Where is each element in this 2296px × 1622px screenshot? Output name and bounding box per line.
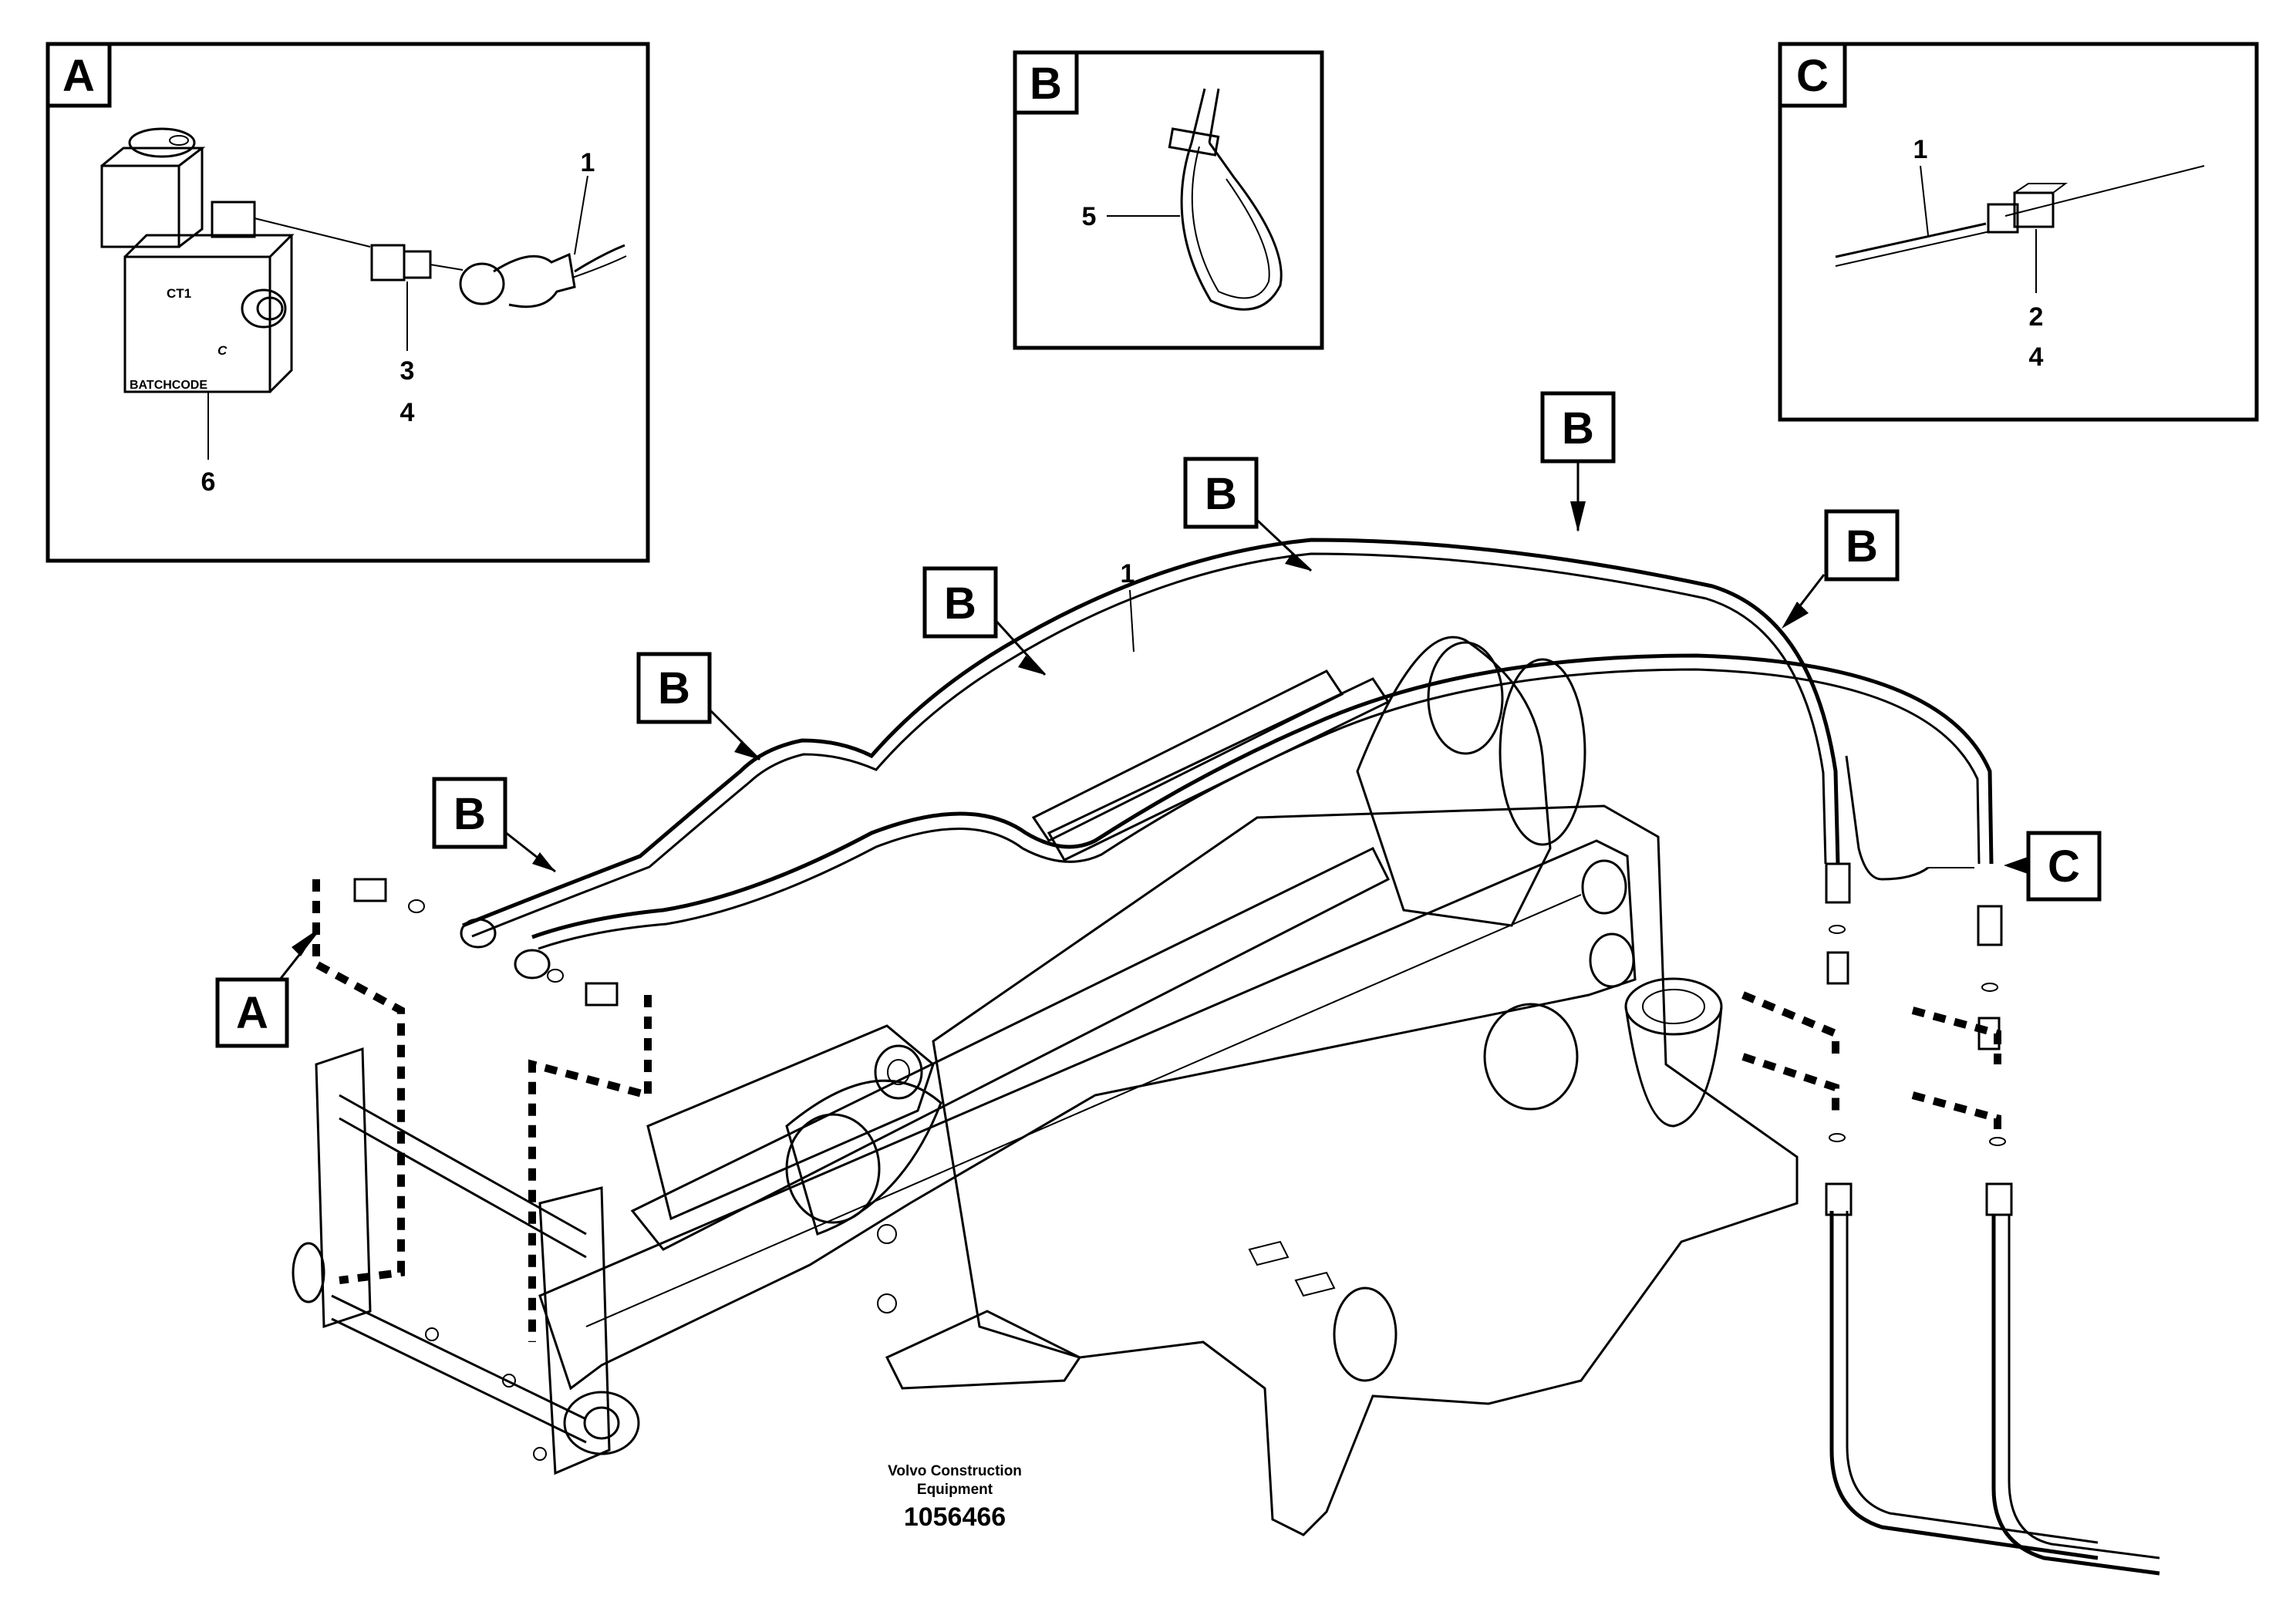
inset-c: C 1 2 4 <box>1778 42 2259 422</box>
inset-a-cable-end <box>574 244 625 273</box>
inset-c-wire <box>2004 165 2205 217</box>
inset-a-tag: A <box>62 51 95 101</box>
solenoid-valve-icon: CT1 C BATCHCODE <box>100 127 295 393</box>
connector-icon <box>370 244 464 282</box>
cable-tie-tag: B <box>432 777 556 873</box>
inset-a-callout-6: 6 <box>201 467 216 497</box>
inset-c-tag-box <box>1778 42 1847 108</box>
inset-c-callout-2: 2 <box>2029 302 2044 332</box>
main-hose-callout: 1 <box>1121 559 1135 588</box>
cable-tie-tag: B <box>636 652 761 761</box>
svg-text:B: B <box>1846 521 1878 572</box>
inset-c-callout-1: 1 <box>1913 135 1928 164</box>
detail-a-tag: A <box>215 929 318 1048</box>
cable-tie-tag: B <box>1183 457 1313 572</box>
cable-tie-icon <box>1168 88 1283 311</box>
svg-text:B: B <box>658 663 690 713</box>
detail-c-tag: C <box>2004 831 2102 902</box>
loader-frame <box>292 636 1799 1536</box>
svg-text:B: B <box>1205 469 1237 519</box>
cable-tie-tag: B <box>1782 509 1900 629</box>
valve-marking-batchcode: BATCHCODE <box>130 379 207 392</box>
company-line-1: Volvo Construction <box>888 1463 1022 1479</box>
connector-icon <box>1987 183 2068 234</box>
company-line-2: Equipment <box>917 1482 993 1498</box>
elbow-fitting-icon <box>459 252 576 309</box>
inset-a-wire <box>254 218 371 248</box>
inset-a-callout-3: 3 <box>400 356 415 386</box>
svg-text:B: B <box>944 578 976 629</box>
inset-a-callout-1: 1 <box>581 148 595 177</box>
inset-a-frame <box>46 42 650 563</box>
inset-b-tag-box <box>1013 50 1079 115</box>
figure-footer: Volvo Construction Equipment 1056466 <box>888 1463 1022 1532</box>
valve-marking-ct1: CT1 <box>167 286 191 301</box>
cable-tie-tag: B <box>1540 391 1616 532</box>
main-leader-1 <box>1129 589 1135 653</box>
svg-text:B: B <box>453 789 486 839</box>
hose-assembly <box>353 538 2160 1576</box>
svg-text:A: A <box>236 988 268 1038</box>
dashed-guides <box>312 879 2001 1342</box>
inset-b-tag: B <box>1030 59 1062 109</box>
inset-c-cable <box>1835 222 1987 258</box>
svg-text:B: B <box>1562 403 1594 454</box>
inset-a-tag-box <box>46 42 112 108</box>
inset-c-callout-4: 4 <box>2029 342 2044 372</box>
inset-a-callout-4: 4 <box>400 398 415 427</box>
inset-b: B 5 <box>1013 50 1324 350</box>
inset-b-callout-5: 5 <box>1082 202 1097 231</box>
svg-text:C: C <box>2048 841 2080 892</box>
cable-tie-tag: B <box>922 566 1047 676</box>
inset-c-leader-1 <box>1920 165 1929 236</box>
figure-number: 1056466 <box>904 1502 1006 1532</box>
inset-a-leader-1 <box>574 175 588 255</box>
inset-a: A CT1 C BATCHCODE <box>46 42 650 563</box>
valve-marking-c: C <box>217 343 228 358</box>
inset-c-tag: C <box>1796 51 1829 101</box>
